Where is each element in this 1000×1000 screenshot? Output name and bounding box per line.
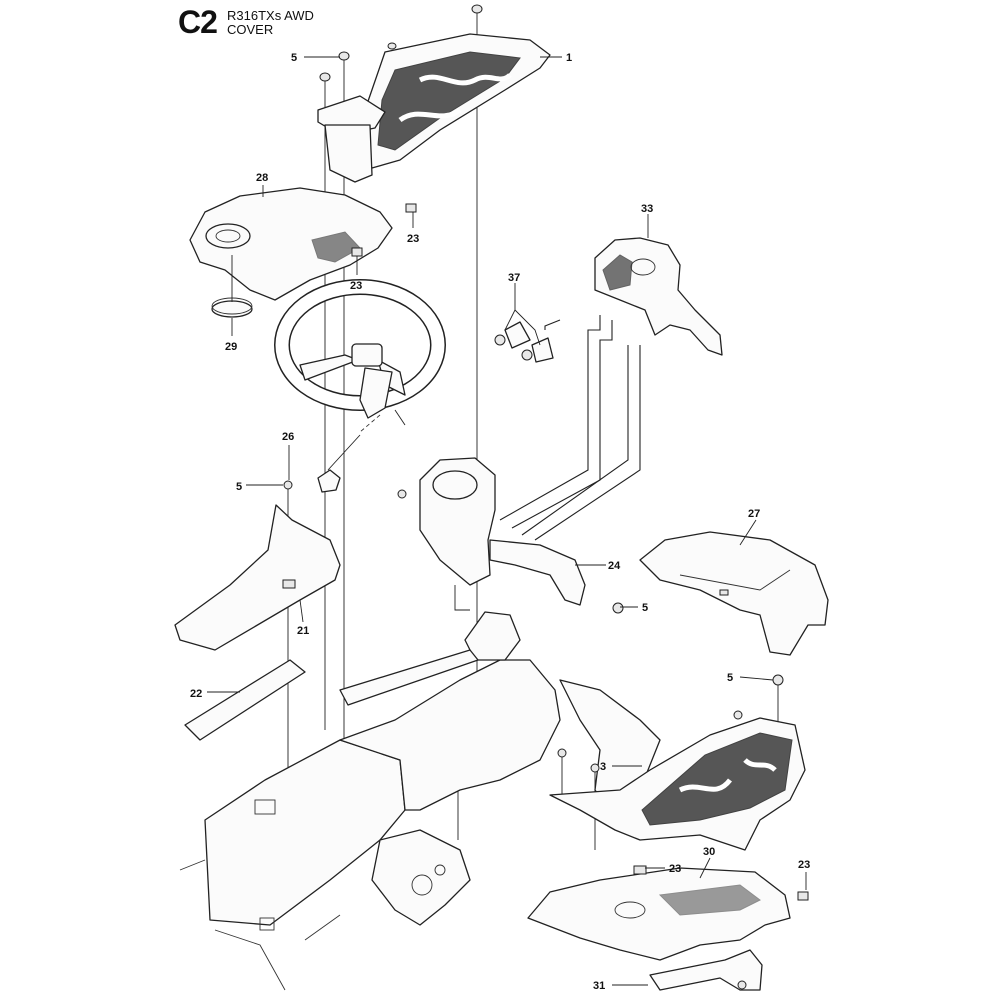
steering-wheel — [274, 279, 446, 433]
part-21-shield — [174, 480, 341, 651]
callout-23: 23 — [407, 233, 419, 245]
part-22-strip — [184, 659, 306, 741]
callout-24: 24 — [608, 560, 621, 572]
callout-22: 22 — [190, 688, 202, 700]
part-28-dash-cover — [189, 187, 417, 301]
part-24-column-cover — [397, 457, 624, 614]
callout-labels: 1 5 28 23 23 29 33 37 26 5 27 24 5 21 22… — [190, 52, 810, 992]
part-31-trim — [649, 949, 763, 991]
part-37-lamps — [494, 321, 554, 363]
callout-3: 3 — [600, 761, 606, 773]
callout-33: 33 — [641, 203, 653, 215]
callout-23: 23 — [669, 863, 681, 875]
callout-leaders — [207, 56, 807, 986]
callout-37: 37 — [508, 272, 520, 284]
callout-1: 1 — [566, 52, 572, 64]
callout-30: 30 — [703, 846, 715, 858]
chassis-frame — [179, 611, 661, 991]
callout-27: 27 — [748, 508, 760, 520]
part-1-upper-cover — [317, 4, 551, 183]
callout-29: 29 — [225, 341, 237, 353]
section-code: C2 — [178, 4, 218, 40]
part-3-lower-cover — [549, 674, 806, 851]
callout-31: 31 — [593, 980, 605, 992]
part-27-panel — [639, 531, 829, 656]
callout-28: 28 — [256, 172, 268, 184]
callout-5: 5 — [642, 602, 648, 614]
part-30-lower-dash — [527, 865, 809, 961]
callout-5: 5 — [291, 52, 297, 64]
part-26-cap — [317, 434, 361, 493]
model-name: R316TXs AWD — [227, 8, 314, 23]
callout-26: 26 — [282, 431, 294, 443]
group-name: COVER — [227, 22, 274, 37]
part-33-hood — [594, 237, 723, 356]
callout-5: 5 — [727, 672, 733, 684]
callout-21: 21 — [297, 625, 309, 637]
callout-5: 5 — [236, 481, 242, 493]
part-29-ring — [211, 255, 253, 318]
callout-23: 23 — [350, 280, 362, 292]
callout-23: 23 — [798, 859, 810, 871]
